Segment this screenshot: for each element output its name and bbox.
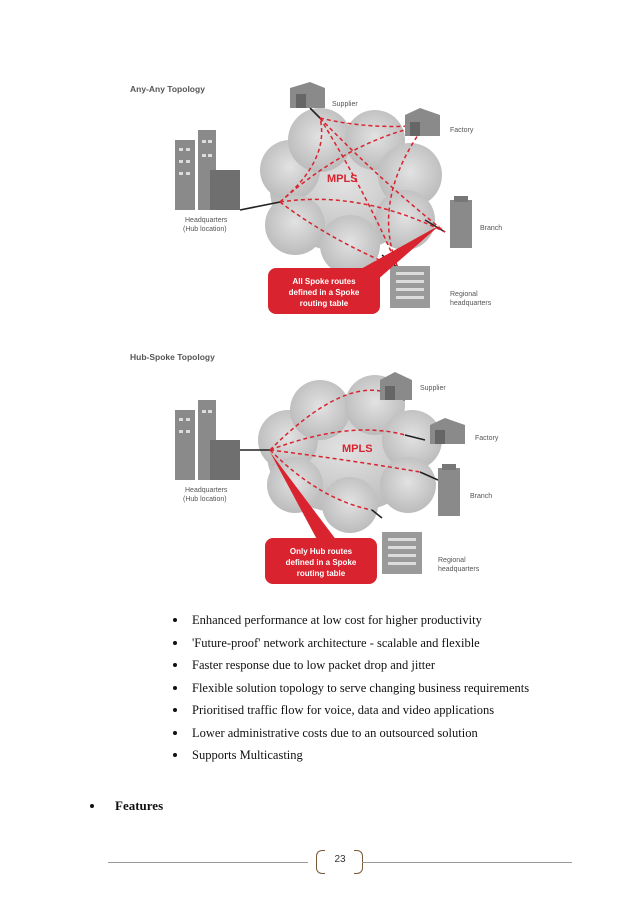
branch-label: Branch bbox=[480, 225, 502, 232]
hub-routes-callout: Only Hub routes defined in a Spoke routi… bbox=[265, 452, 377, 584]
factory-building-icon bbox=[405, 108, 440, 136]
list-item: Lower administrative costs due to an out… bbox=[170, 725, 529, 748]
bullet-icon bbox=[173, 663, 177, 667]
bullet-icon bbox=[173, 708, 177, 712]
supplier-building-icon bbox=[380, 372, 412, 400]
features-heading: Features bbox=[90, 798, 163, 814]
list-item: Supports Multicasting bbox=[170, 747, 529, 770]
list-item: Flexible solution topology to serve chan… bbox=[170, 680, 529, 703]
svg-text:defined in a Spoke: defined in a Spoke bbox=[286, 558, 357, 567]
mpls-cloud bbox=[258, 375, 442, 533]
spoke-routes-callout: All Spoke routes defined in a Spoke rout… bbox=[268, 225, 440, 314]
factory-label: Factory bbox=[475, 435, 499, 442]
bullet-icon bbox=[173, 730, 177, 735]
any-any-topology-diagram: Any-Any Topology MPLS bbox=[120, 70, 520, 330]
mpls-label: MPLS bbox=[342, 443, 373, 455]
regional-label: Regional bbox=[450, 291, 478, 298]
regional-hq-building-icon bbox=[382, 532, 422, 574]
hub-spoke-topology-diagram: Hub-Spoke Topology MPLS Headquarters bbox=[120, 340, 520, 590]
supplier-label: Supplier bbox=[420, 385, 446, 392]
headquarters-building-icon bbox=[175, 400, 240, 480]
branch-building-icon bbox=[450, 196, 472, 248]
footer-divider-left bbox=[108, 862, 308, 863]
hq-label: Headquarters bbox=[185, 487, 228, 494]
branch-label: Branch bbox=[470, 493, 492, 500]
list-item: Faster response due to low packet drop a… bbox=[170, 657, 529, 680]
bullet-icon bbox=[173, 685, 177, 690]
diagram-title: Hub-Spoke Topology bbox=[130, 352, 215, 362]
svg-text:All Spoke routes: All Spoke routes bbox=[292, 277, 356, 286]
factory-building-icon bbox=[430, 418, 465, 444]
bullet-icon bbox=[173, 753, 177, 757]
benefits-list: Enhanced performance at low cost for hig… bbox=[170, 612, 529, 770]
bullet-icon bbox=[90, 804, 94, 808]
supplier-label: Supplier bbox=[332, 101, 358, 108]
headquarters-building-icon bbox=[175, 130, 240, 210]
branch-building-icon bbox=[438, 464, 460, 516]
regional-label: Regional bbox=[438, 557, 466, 564]
hq-label: Headquarters bbox=[185, 217, 228, 224]
diagram-title: Any-Any Topology bbox=[130, 84, 205, 94]
bullet-icon bbox=[173, 640, 177, 645]
mpls-label: MPLS bbox=[327, 173, 358, 185]
svg-text:Only Hub routes: Only Hub routes bbox=[290, 547, 353, 556]
page-number: 23 bbox=[334, 854, 346, 865]
hq-sublabel: (Hub location) bbox=[183, 496, 227, 503]
bullet-icon bbox=[173, 618, 177, 622]
svg-text:defined in a Spoke: defined in a Spoke bbox=[289, 288, 360, 297]
left-brace-icon bbox=[316, 850, 325, 874]
supplier-building-icon bbox=[290, 82, 325, 108]
svg-text:routing table: routing table bbox=[300, 299, 349, 308]
regional-sublabel: headquarters bbox=[438, 566, 480, 573]
list-item: Enhanced performance at low cost for hig… bbox=[170, 612, 529, 635]
page-footer: 23 bbox=[108, 850, 572, 874]
svg-text:routing table: routing table bbox=[297, 569, 346, 578]
list-item: 'Future-proof' network architecture - sc… bbox=[170, 635, 529, 658]
footer-divider-right bbox=[362, 862, 572, 863]
regional-sublabel: headquarters bbox=[450, 300, 492, 307]
hq-sublabel: (Hub location) bbox=[183, 226, 227, 233]
list-item: Prioritised traffic flow for voice, data… bbox=[170, 702, 529, 725]
factory-label: Factory bbox=[450, 127, 474, 134]
regional-hq-building-icon bbox=[390, 266, 430, 308]
